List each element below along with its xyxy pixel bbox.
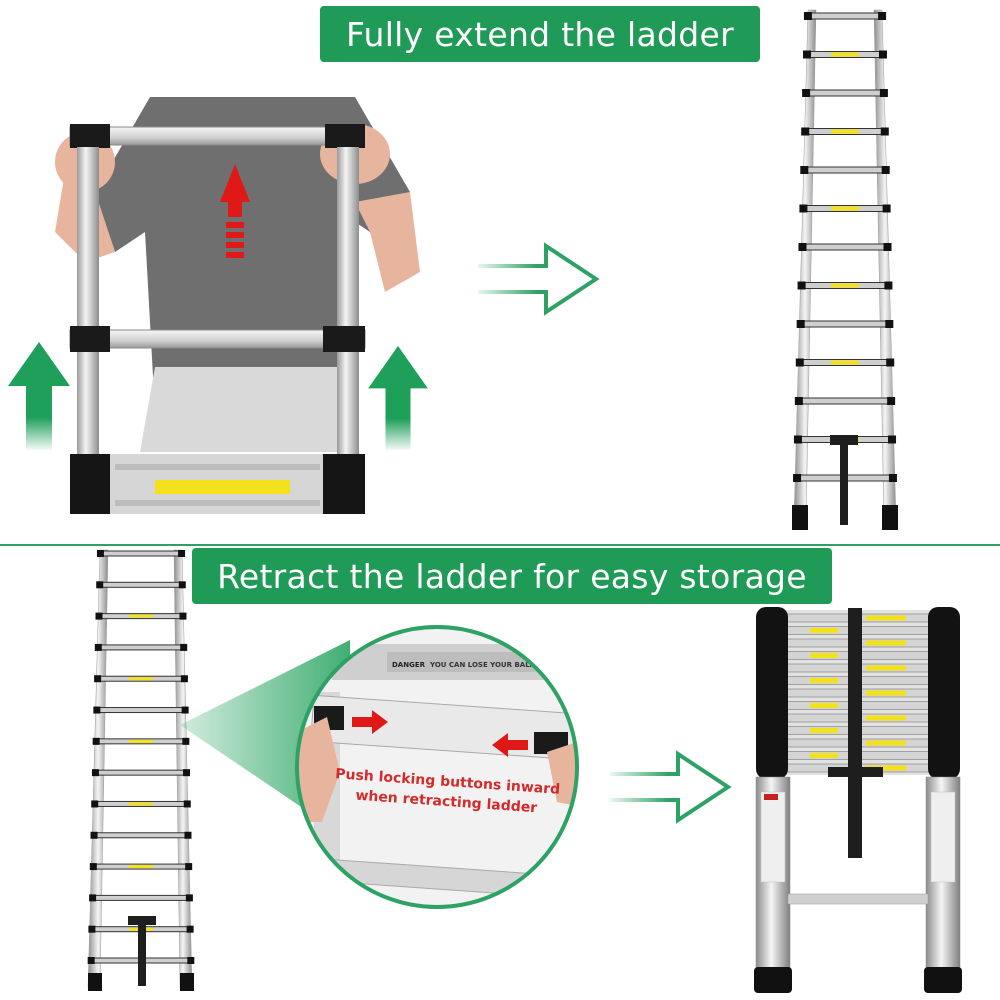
banner-retract-ladder: Retract the ladder for easy storage (192, 548, 832, 604)
extended-ladder-side-image (87, 549, 195, 991)
extended-ladder-image (792, 9, 898, 530)
danger-label: DANGER (392, 661, 426, 669)
retracted-ladder-image (754, 607, 962, 993)
up-arrow-icon (8, 342, 70, 450)
red-push-arrow-icon (352, 710, 388, 734)
right-outline-arrow-icon (478, 242, 600, 316)
right-outline-arrow-icon (610, 750, 732, 824)
red-up-arrow-icon (220, 164, 250, 258)
person-extending-ladder-photo (55, 97, 420, 514)
locking-button-closeup: DANGER YOU CAN LOSE YOUR BALANCE (295, 625, 579, 909)
section-divider (0, 544, 1000, 546)
warning-label: YOU CAN LOSE YOUR BALANCE (429, 661, 551, 669)
up-arrow-icon (368, 346, 428, 450)
red-push-arrow-icon (492, 733, 528, 757)
banner-extend-ladder: Fully extend the ladder (320, 6, 760, 62)
